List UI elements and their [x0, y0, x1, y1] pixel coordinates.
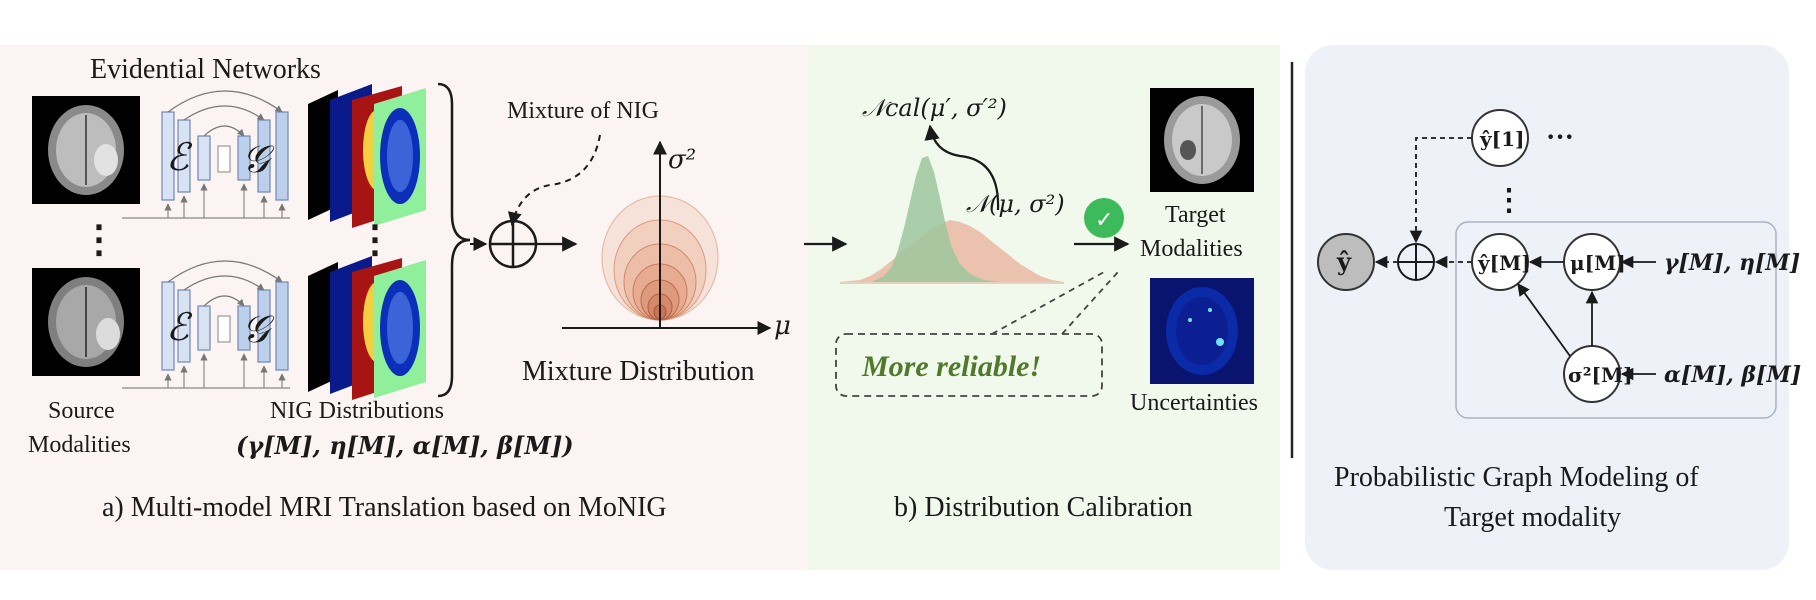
source-modalities-label-1: Source [48, 398, 115, 424]
oplus-symbol [488, 219, 538, 269]
node-y-hat-1-label: ŷ[1] [1479, 127, 1524, 151]
target-brain-image [1150, 88, 1254, 192]
graph-oplus-symbol [1397, 243, 1435, 281]
node-sigma-m-label: σ²[M] [1568, 363, 1633, 387]
callout-pointer [991, 271, 1119, 335]
node-y-hat-m-label: ŷ[M] [1477, 251, 1531, 275]
n-dist-label: 𝒩(μ, σ²) [966, 190, 1065, 218]
grouping-brace [437, 82, 471, 398]
encoder-symbol-bottom: ℰ [166, 305, 193, 349]
green-histogram [872, 156, 1000, 282]
vertical-ellipsis-left: ⋮ [80, 219, 118, 261]
uncertainty-map-image [1150, 278, 1254, 384]
source-brain-top [32, 96, 140, 204]
more-reliable-label: More reliable! [861, 350, 1041, 383]
nig-distributions-label: NIG Distributions [270, 398, 444, 424]
more-reliable-box [835, 333, 1103, 397]
mixture-distribution-label: Mixture Distribution [522, 356, 755, 387]
uncertainties-label: Uncertainties [1130, 390, 1258, 416]
mixture-dashed-arrow [507, 134, 601, 227]
gamma-eta-label: γ[M], η[M] [1664, 250, 1800, 276]
check-badge-icon [1084, 198, 1124, 238]
panel-c-background [1305, 45, 1789, 570]
n-cal-label: 𝒩cal(μ′, σ′²) [862, 94, 1007, 122]
panel-a-caption: a) Multi-model MRI Translation based on … [102, 492, 667, 523]
mixture-of-nig-label: Mixture of NIG [507, 98, 659, 124]
evidential-networks-label: Evidential Networks [90, 54, 321, 85]
sigma-squared-label: σ² [668, 145, 696, 175]
node-y-hat-label: ŷ [1336, 247, 1352, 276]
evidential-network-top [122, 90, 290, 219]
node-y-hat [1317, 233, 1375, 291]
target-modalities-label-1: Target [1165, 202, 1226, 228]
panel-c-caption-2: Target modality [1444, 502, 1621, 533]
mu-label: μ [774, 311, 791, 341]
calibration-arrow [924, 124, 1000, 211]
sigma-to-yhatm-arrow [1517, 282, 1571, 357]
panel-b-caption: b) Distribution Calibration [894, 492, 1193, 523]
source-modalities-label-2: Modalities [28, 432, 131, 458]
vertical-ellipsis-graph: ⋮ [1494, 184, 1524, 217]
vertical-ellipsis-maps: ⋮ [356, 219, 394, 261]
evidential-network-bottom [122, 260, 290, 389]
node-mu-m-label: μ[M] [1570, 251, 1626, 275]
nig-map-stack-top [308, 84, 426, 228]
nig-parameters-label: (γ[M], η[M], α[M], β[M]) [236, 431, 574, 460]
yhat1-to-oplus-arrow [1409, 137, 1472, 244]
check-mark-icon: ✓ [1095, 208, 1113, 233]
source-brain-bottom [32, 268, 140, 376]
encoder-symbol-top: ℰ [166, 135, 193, 179]
nig-map-stack-bottom [308, 256, 426, 400]
plate-box [1455, 221, 1777, 419]
target-modalities-label-2: Modalities [1140, 236, 1243, 262]
alpha-beta-label: α[M], β[M] [1664, 362, 1801, 388]
horizontal-ellipsis: ··· [1546, 122, 1574, 153]
panel-c-caption-1: Probabilistic Graph Modeling of [1334, 462, 1699, 493]
